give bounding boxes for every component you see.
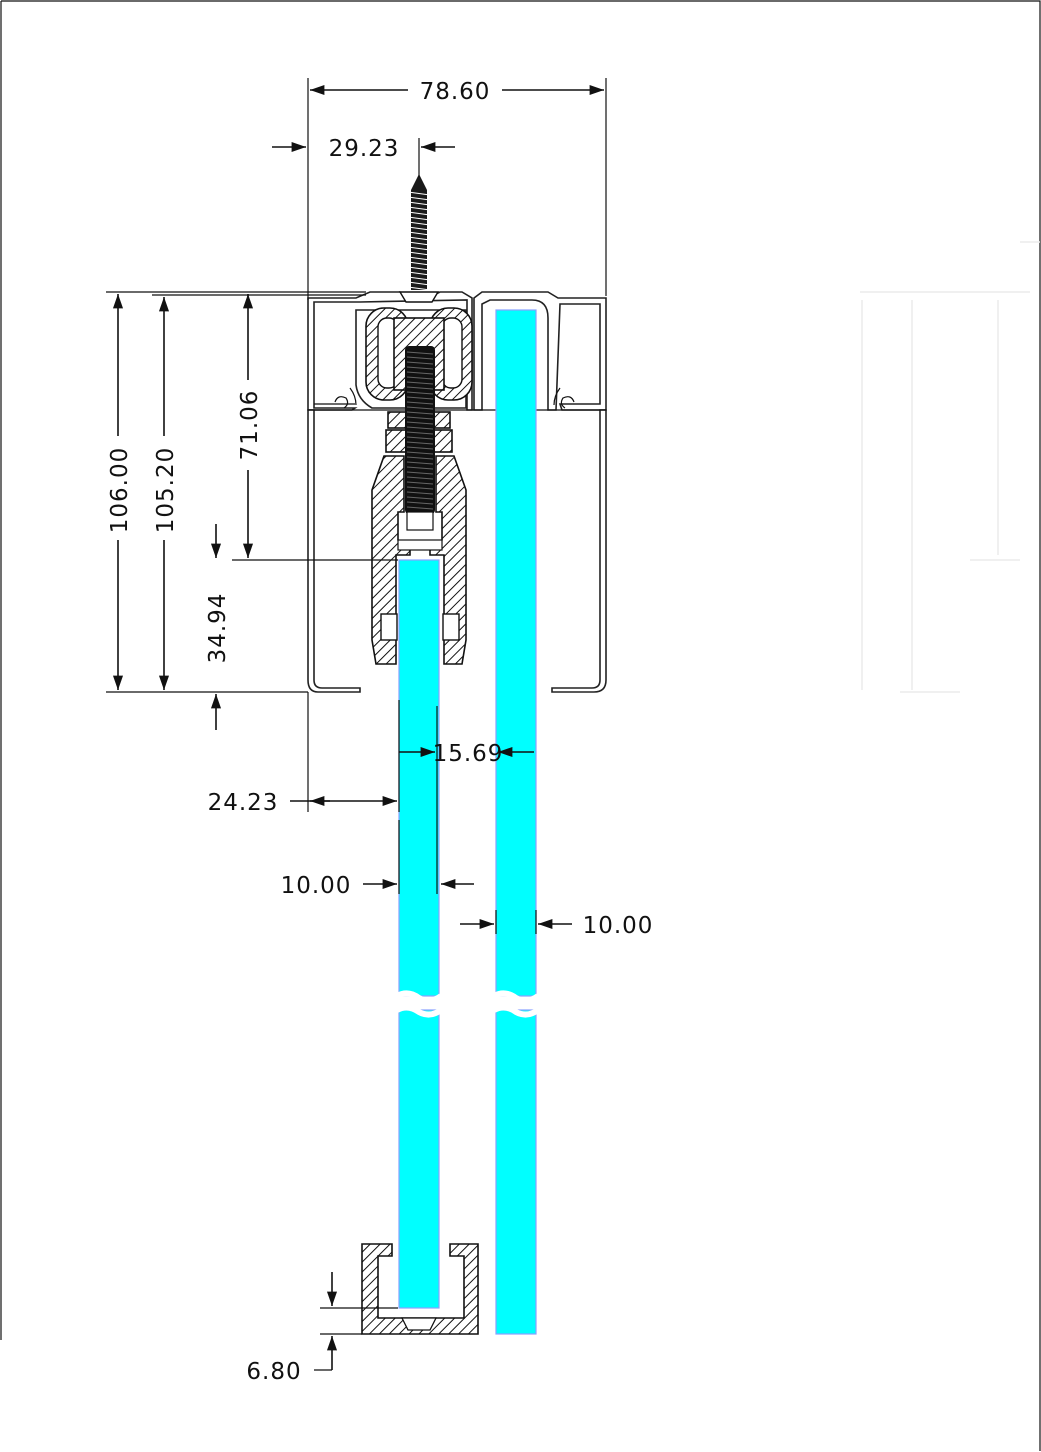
bolt-thread [406,501,434,505]
dim-24-23: 24.23 [208,790,279,816]
bolt-thread [406,476,434,480]
dimension-labels: 78.60 29.23 106.00 105.20 71.06 34.94 15… [107,79,654,1385]
bolt-thread [406,441,434,445]
bolt-thread [406,486,434,490]
bolt-thread [406,381,434,385]
screw-thread [407,226,431,231]
screw-thread [407,196,431,201]
bolt-thread [406,406,434,410]
dim-78-60: 78.60 [420,79,491,105]
wood-screw [398,174,440,303]
screw-thread [407,236,431,241]
bolt-thread [406,366,434,370]
bolt-thread [406,376,434,380]
bolt-thread [406,451,434,455]
bolt-thread [406,431,434,435]
dim-10-00-left: 10.00 [281,873,352,899]
roller-assembly [365,307,473,453]
screw-thread [407,276,431,281]
screw-thread [407,221,431,226]
bolt-thread [406,386,434,390]
dim-10-00-right: 10.00 [583,913,654,939]
bolt-thread [406,421,434,425]
glass-panel-right [492,309,540,1335]
bolt-thread [406,506,434,510]
screw-thread [407,261,431,266]
bolt-thread [406,391,434,395]
bolt-thread [406,466,434,470]
screw-thread [407,191,431,196]
screw-thread [407,206,431,211]
bolt-thread [406,401,434,405]
screw-thread [407,231,431,236]
glass-panel-left [395,559,443,1309]
ghost-drawing [860,241,1040,693]
dim-106-00: 106.00 [107,447,133,533]
bolt-thread [406,351,434,355]
screw-thread [407,246,431,251]
screw-thread [407,211,431,216]
bolt-thread [406,481,434,485]
screw-thread [407,241,431,246]
dim-105-20: 105.20 [153,447,179,533]
screw-thread [407,281,431,286]
screw-thread [407,251,431,256]
bottom-guide [361,1243,479,1335]
bolt-thread [406,491,434,495]
screw-thread [407,216,431,221]
screw-thread [407,201,431,206]
threaded-bolt [405,346,435,531]
bolt-thread [406,456,434,460]
bolt-thread [406,361,434,365]
screw-thread [407,266,431,271]
bolt-thread [406,471,434,475]
dim-6-80: 6.80 [246,1359,301,1385]
bolt-thread [406,396,434,400]
dimension-lines [106,78,607,1371]
bolt-thread [406,461,434,465]
screw-thread [407,286,431,291]
bolt-thread [406,436,434,440]
bolt-thread [406,496,434,500]
dim-34-94: 34.94 [205,593,231,664]
bolt-thread [406,356,434,360]
dim-29-23: 29.23 [329,136,400,162]
screw-thread [407,256,431,261]
dim-71-06: 71.06 [237,390,263,461]
bolt-thread [406,416,434,420]
dim-15-69: 15.69 [433,741,504,767]
bolt-thread [406,411,434,415]
bolt-thread [406,371,434,375]
bolt-thread [406,446,434,450]
bolt-thread [406,426,434,430]
screw-thread [407,271,431,276]
